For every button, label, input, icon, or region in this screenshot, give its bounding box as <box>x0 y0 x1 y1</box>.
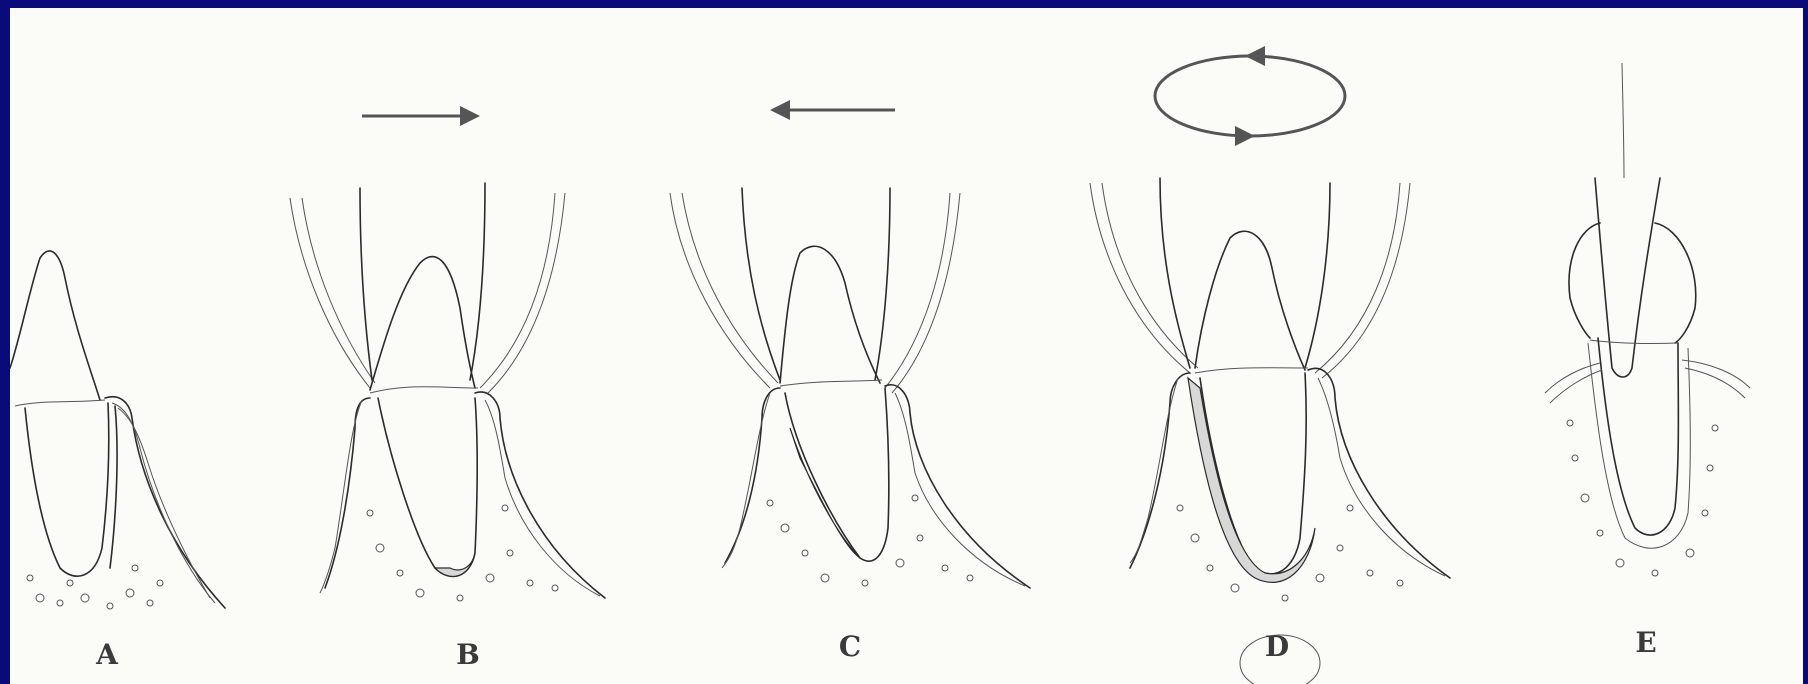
panel-e-elevator <box>1595 178 1660 377</box>
panel-d-crown <box>1195 231 1305 370</box>
panel-label-a: A <box>96 638 118 671</box>
panel-label-d: D <box>1265 630 1289 663</box>
panel-a-root <box>25 403 109 576</box>
panel-c-drawing <box>670 100 1030 588</box>
illustration-frame: A B C D E <box>10 8 1803 684</box>
panel-label-b: B <box>456 638 480 671</box>
tooth-extraction-diagram <box>10 8 1803 684</box>
panel-d-forceps-right <box>1305 183 1330 368</box>
panel-c-forceps-left <box>742 188 780 380</box>
panel-label-c: C <box>839 630 861 663</box>
panel-b-forceps-left <box>360 188 372 380</box>
panel-d-bone <box>1177 505 1403 601</box>
panel-b-bone <box>367 505 558 601</box>
panel-b-crown <box>370 257 475 390</box>
panel-b-drawing <box>290 106 605 601</box>
panel-d-forceps-left <box>1160 178 1190 368</box>
panel-a-drawing <box>10 251 225 609</box>
panel-a-bone <box>27 565 163 609</box>
panel-d-drawing <box>1090 46 1450 684</box>
panel-e-drawing <box>1545 63 1750 576</box>
panel-label-e: E <box>1635 626 1656 659</box>
panel-b-forceps-right <box>470 183 485 380</box>
panel-c-root <box>785 388 889 561</box>
panel-a-crown <box>10 251 100 400</box>
panel-e-bone <box>1567 420 1718 576</box>
panel-c-crown <box>780 246 880 383</box>
panel-e-socket <box>1598 338 1678 535</box>
rotation-arrow-icon <box>1155 56 1345 136</box>
panel-c-forceps-right <box>875 188 890 380</box>
panel-c-bone <box>767 495 973 586</box>
panel-b-root <box>378 398 477 576</box>
